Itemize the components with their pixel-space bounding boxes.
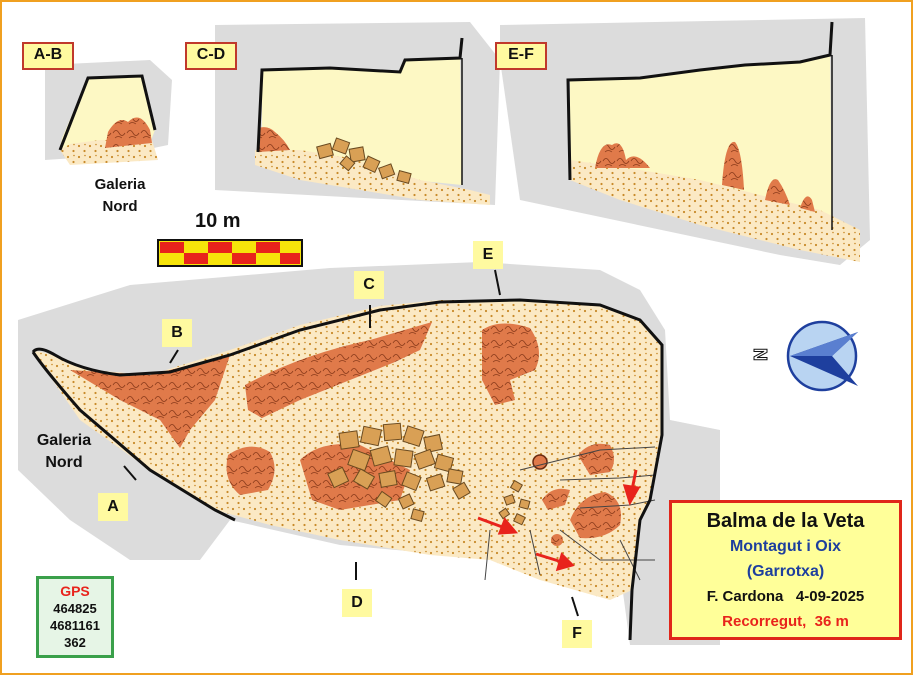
- section-ef-rock: [595, 143, 650, 168]
- galeria-nord-top-line1: Galeria: [94, 176, 146, 193]
- north-arrow-icon: [786, 320, 858, 392]
- section-cd-wall: [256, 37, 464, 153]
- flow-arrows: [477, 469, 641, 572]
- plan-blocks: [327, 422, 531, 526]
- section-cd-floor: [255, 150, 490, 205]
- plan-rock-round: [532, 454, 548, 470]
- gps-x: 464825: [53, 601, 97, 616]
- author-date: F. Cardona 4-09-2025: [706, 588, 865, 605]
- section-ab-floor: [60, 140, 158, 165]
- point-label-b: B: [162, 319, 192, 347]
- plan-rock-right2: [570, 492, 621, 539]
- plan-rock-c: [245, 322, 432, 418]
- scale-label: 10 m: [195, 210, 241, 232]
- section-cd-rock: [258, 127, 290, 152]
- section-label-ef: E-F: [495, 42, 547, 70]
- gps-label: GPS: [60, 583, 90, 599]
- section-ef-fill: [570, 55, 832, 220]
- section-ef-wall: [566, 21, 834, 181]
- section-cd-blocks: [316, 137, 412, 184]
- north-label: N: [751, 348, 772, 362]
- place: Montagut i Oix: [729, 538, 842, 555]
- section-ef-rock2: [765, 179, 815, 212]
- plan-rock-b: [70, 355, 230, 448]
- section-label-ab: A-B: [22, 42, 74, 70]
- section-ef-floor: [570, 160, 860, 262]
- plan-wall-top: [31, 298, 664, 641]
- point-label-f: F: [562, 620, 592, 648]
- title: Balma de la Veta: [706, 510, 865, 532]
- point-label-a: A: [98, 493, 128, 521]
- scale-bar: [157, 239, 303, 267]
- gps-box: GPS 464825 4681161 362: [36, 576, 114, 658]
- point-label-c: C: [354, 271, 384, 299]
- plan-rock-e: [482, 323, 539, 405]
- plan-rock-small: [551, 534, 563, 546]
- plan-rock-mid: [226, 446, 275, 495]
- galeria-nord-plan-line1: Galeria: [36, 432, 92, 449]
- section-markers: [123, 269, 579, 617]
- galeria-nord-top-label: Galeria Nord: [80, 174, 160, 218]
- title-box: Balma de la Veta Montagut i Oix (Garrotx…: [669, 500, 902, 640]
- length: Recorregut, 36 m: [722, 613, 849, 630]
- gps-y: 4681161: [50, 618, 100, 633]
- galeria-nord-plan-line2: Nord: [45, 454, 83, 471]
- region: (Garrotxa): [746, 563, 825, 580]
- galeria-nord-top-line2: Nord: [102, 198, 138, 215]
- point-label-d: D: [342, 589, 372, 617]
- plan-wall-bottom: [31, 351, 236, 522]
- section-ef-pillar: [722, 141, 744, 190]
- plan-rock-right3: [542, 488, 570, 510]
- gps-z: 362: [64, 635, 86, 650]
- plan-rock-right1: [578, 443, 614, 475]
- point-label-e: E: [473, 241, 503, 269]
- section-label-cd: C-D: [185, 42, 237, 70]
- galeria-nord-plan-label: Galeria Nord: [24, 430, 104, 474]
- section-ab-wall: [58, 74, 157, 151]
- section-ab-rock: [105, 117, 152, 148]
